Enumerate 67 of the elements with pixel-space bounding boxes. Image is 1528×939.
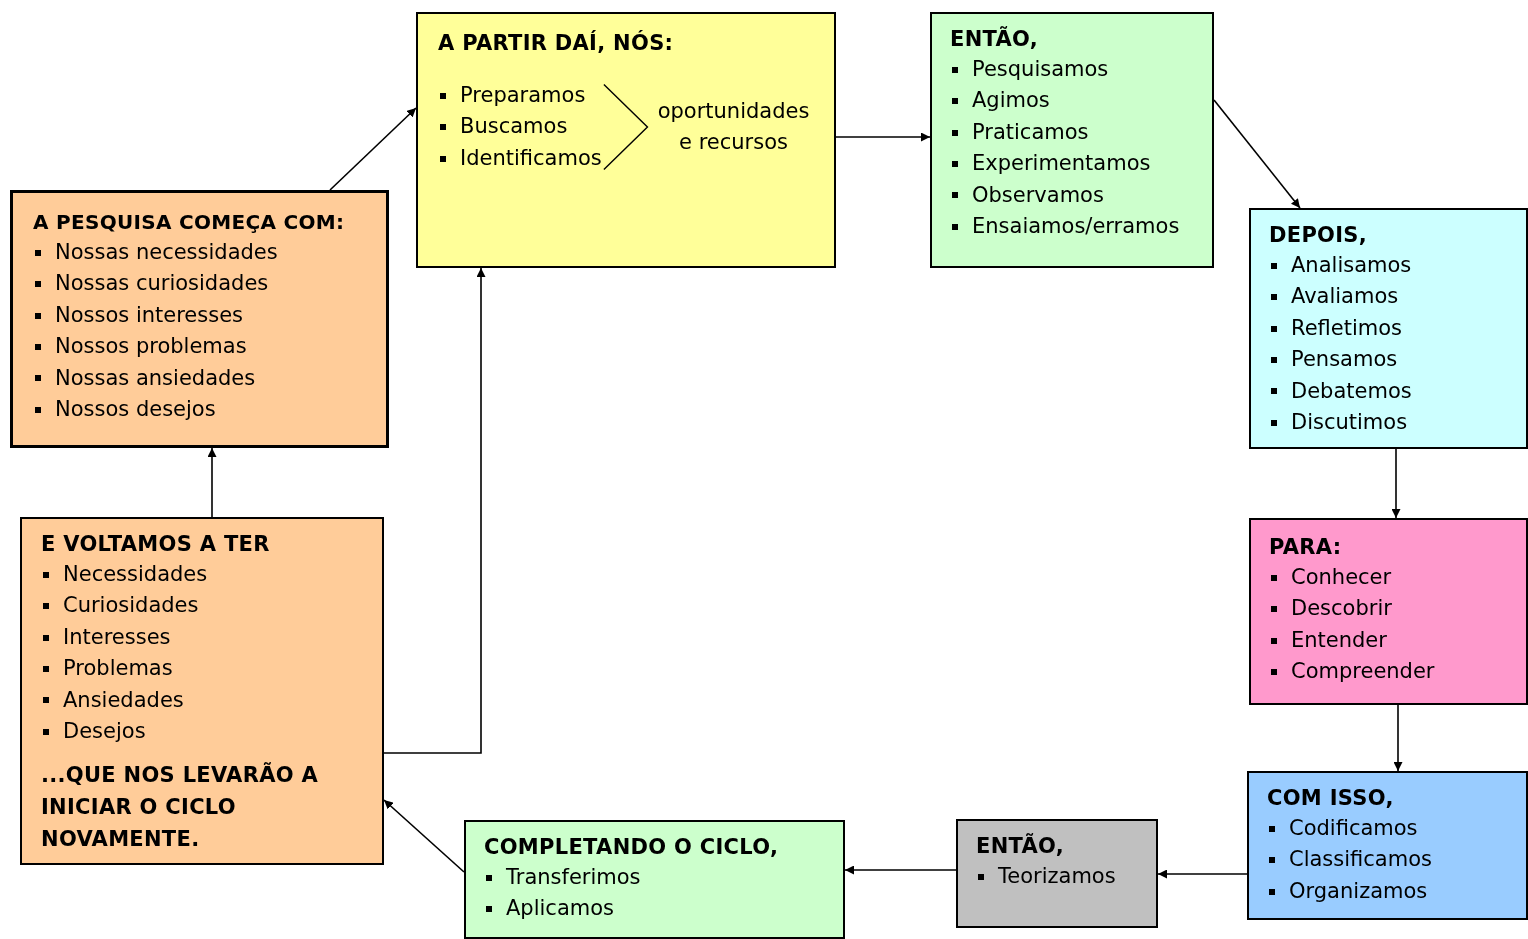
list-item: Classificamos: [1289, 846, 1432, 874]
list-item: Buscamos: [460, 113, 568, 141]
list-item: Discutimos: [1291, 409, 1408, 437]
list-item: Pesquisamos: [972, 56, 1109, 83]
list-item: Nossos interesses: [55, 301, 244, 329]
list-item: Compreender: [1291, 658, 1435, 686]
arrow: [383, 267, 486, 754]
list-item: Descobrir: [1291, 595, 1392, 623]
list-item: Entender: [1291, 626, 1387, 654]
box-heading: A PARTIR DAÍ, NÓS:: [438, 29, 674, 57]
list-item: Problemas: [63, 655, 173, 683]
arrow: [207, 447, 217, 518]
list-item: Avaliamos: [1291, 283, 1399, 311]
list-item: Pensamos: [1291, 346, 1398, 374]
list-item: Nossos desejos: [55, 396, 216, 424]
box-note: ...QUE NOS LEVARÃO A INICIAR O CICLO NOVAMENTE.: [41, 761, 319, 854]
arrow: [1213, 99, 1301, 209]
list-item: Transferimos: [506, 864, 641, 891]
list-item: Teorizamos: [998, 863, 1116, 890]
box-heading: COMPLETANDO O CICLO,: [484, 834, 779, 861]
box-heading: PARA:: [1269, 534, 1342, 561]
list-item: Conhecer: [1291, 564, 1392, 591]
box-heading: ENTÃO,: [950, 25, 1039, 53]
arrow: [329, 107, 417, 191]
arrow: [844, 865, 957, 875]
arrow: [1391, 448, 1401, 519]
process-box: [1249, 208, 1528, 449]
box-heading: DEPOIS,: [1269, 222, 1368, 249]
process-box: [464, 820, 845, 939]
process-box: [416, 12, 836, 268]
arrow: [1393, 704, 1403, 772]
list-item: Analisamos: [1291, 252, 1412, 279]
list-item: Desejos: [63, 718, 146, 746]
list-item: Curiosidades: [63, 592, 199, 620]
list-item: Identificamos: [460, 144, 602, 172]
list-item: Interesses: [63, 623, 171, 651]
list-item: Nossos problemas: [55, 333, 247, 361]
process-box: [930, 12, 1214, 268]
arrow: [835, 132, 931, 142]
list-item: Refletimos: [1291, 314, 1403, 342]
list-item: Experimentamos: [972, 150, 1151, 178]
box-heading: ENTÃO,: [976, 832, 1065, 860]
list-item: Debatemos: [1291, 377, 1412, 405]
list-item: Observamos: [972, 181, 1104, 209]
list-item: Nossas ansiedades: [55, 364, 256, 392]
list-item: Codificamos: [1289, 815, 1418, 842]
list-item: Nossas curiosidades: [55, 270, 269, 298]
list-item: Nossas necessidades: [55, 239, 278, 266]
process-box: [1247, 771, 1528, 920]
brace-label: oportunidades e recursos: [656, 98, 811, 157]
arrow: [383, 799, 465, 873]
list-item: Aplicamos: [506, 895, 615, 923]
list-item: Agimos: [972, 87, 1050, 115]
process-box: [20, 517, 384, 865]
arrow: [1157, 869, 1248, 879]
process-box: [1249, 518, 1528, 705]
list-item: Praticamos: [972, 118, 1089, 146]
list-item: Preparamos: [460, 82, 586, 109]
box-heading: E VOLTAMOS A TER: [41, 531, 270, 558]
list-item: Ensaiamos/erramos: [972, 213, 1180, 241]
list-item: Ansiedades: [63, 686, 184, 714]
list-item: Organizamos: [1289, 877, 1428, 905]
process-box: [10, 190, 389, 448]
box-heading: A PESQUISA COMEÇA COM:: [33, 209, 345, 236]
process-box: [956, 819, 1158, 928]
box-heading: COM ISSO,: [1267, 785, 1394, 812]
list-item: Necessidades: [63, 561, 208, 588]
